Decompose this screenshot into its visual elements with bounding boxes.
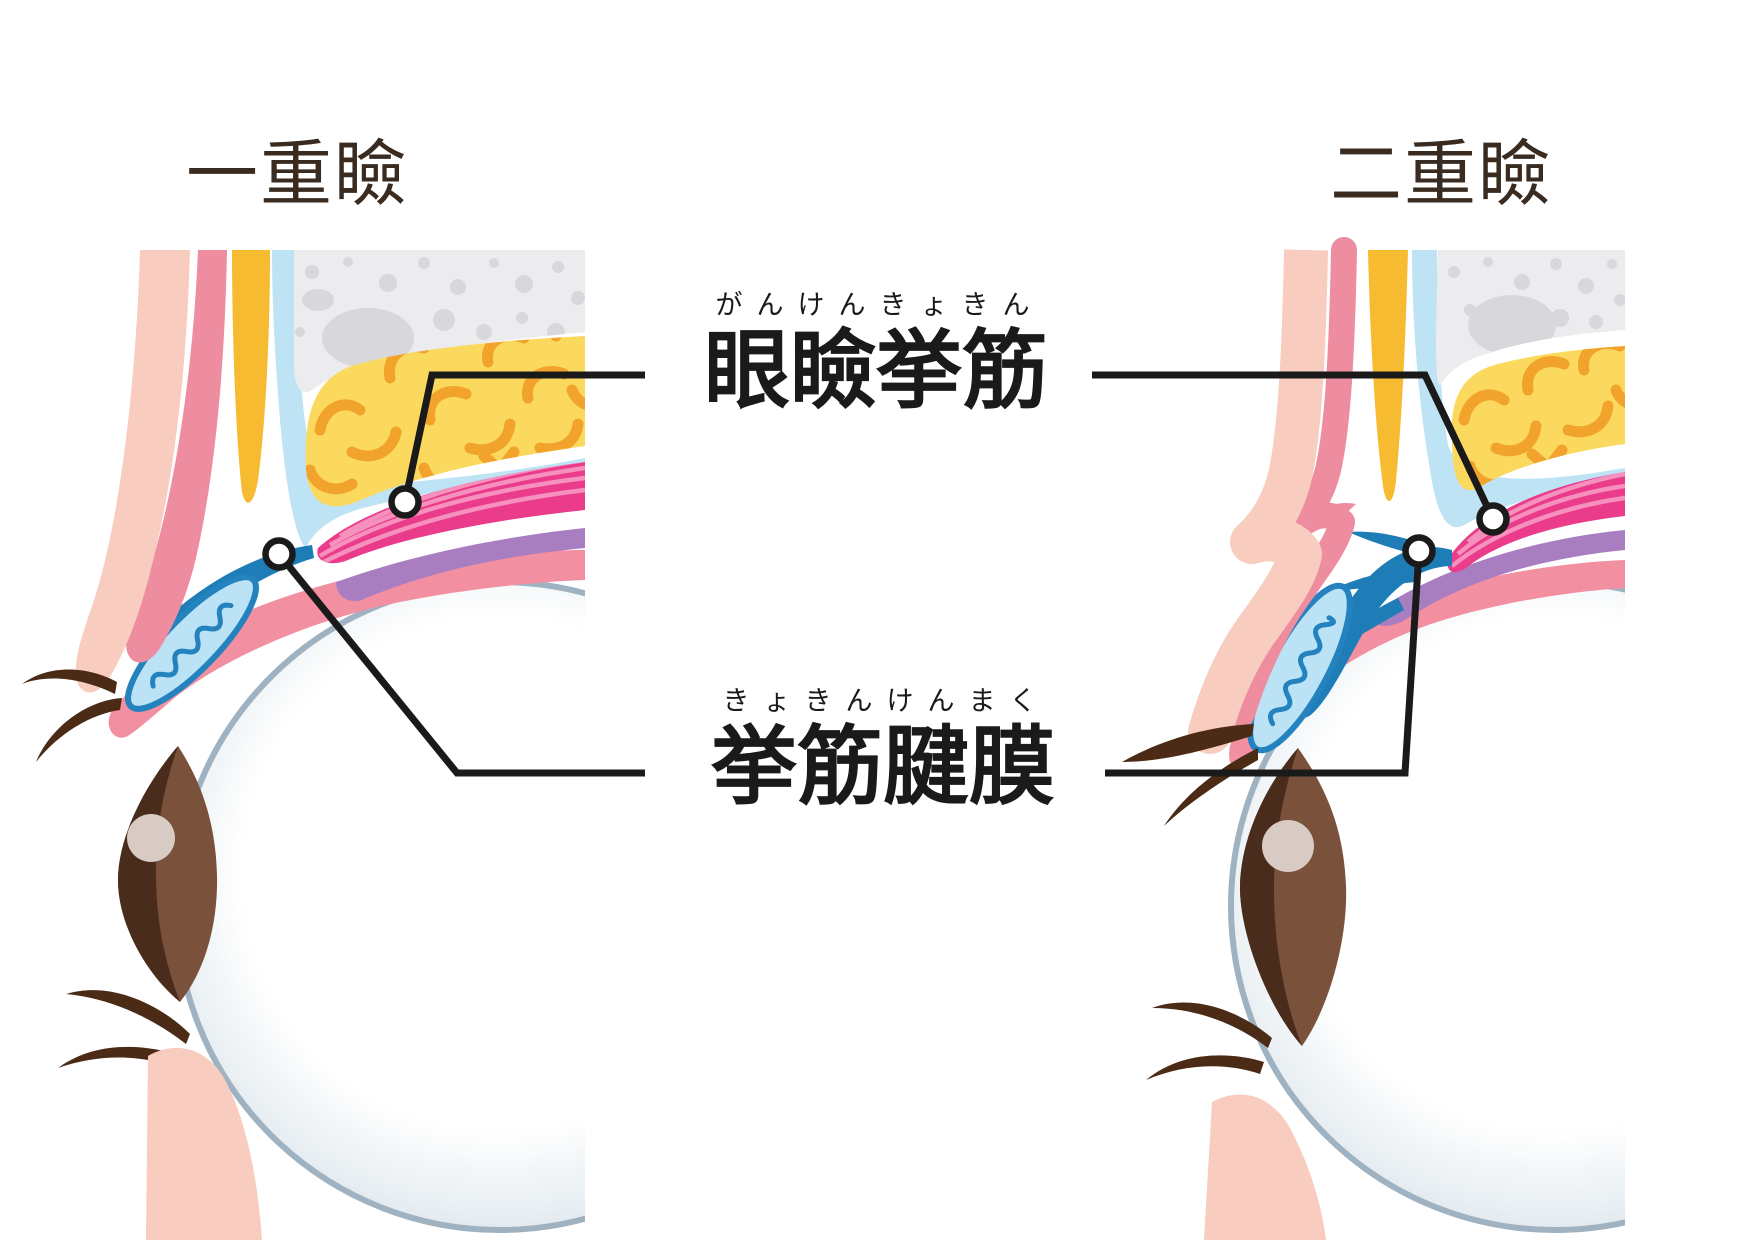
orbital-septum-band bbox=[232, 250, 270, 503]
title-single-eyelid: 一重瞼 bbox=[185, 132, 409, 216]
label-levator-muscle-furigana: がんけんきょきん bbox=[715, 290, 1044, 321]
iris-highlight bbox=[1262, 820, 1314, 872]
marker-aponeurosis-left bbox=[262, 537, 296, 571]
orbital-fat bbox=[1451, 346, 1625, 491]
leader-aponeurosis-right bbox=[1105, 550, 1423, 777]
lower-eyelid bbox=[58, 990, 262, 1240]
leader-levator-muscle-right bbox=[1092, 371, 1497, 521]
leader-levator-muscle-left bbox=[401, 371, 645, 503]
iris-highlight bbox=[127, 814, 175, 862]
iris bbox=[1240, 748, 1347, 1046]
label-levator-aponeurosis: きょきんけんまく 挙筋腱膜 bbox=[711, 688, 1055, 810]
orbital-bone bbox=[1436, 250, 1625, 386]
eyeball bbox=[173, 579, 585, 1233]
orbital-space bbox=[1412, 250, 1625, 528]
lower-eyelid bbox=[1146, 1002, 1326, 1240]
leader-aponeurosis-left bbox=[276, 551, 645, 777]
single-eyelid-diagram bbox=[22, 250, 585, 1240]
label-levator-muscle: がんけんきょきん 眼瞼挙筋 bbox=[704, 292, 1048, 414]
levator-muscle-shape bbox=[317, 462, 585, 564]
iris bbox=[118, 746, 218, 1002]
label-levator-aponeurosis-text: 挙筋腱膜 bbox=[711, 717, 1055, 817]
tarsal-plate bbox=[125, 574, 259, 712]
muellers-muscle-band bbox=[336, 528, 585, 602]
orbital-bone bbox=[294, 250, 585, 393]
skin-band bbox=[75, 250, 190, 693]
label-levator-aponeurosis-furigana: きょきんけんまく bbox=[722, 686, 1051, 717]
marker-levator-muscle-left bbox=[388, 485, 422, 519]
upper-eyelashes bbox=[1122, 724, 1258, 826]
title-double-eyelid: 二重瞼 bbox=[1329, 132, 1553, 216]
marker-levator-muscle-right bbox=[1476, 502, 1510, 536]
muellers-muscle-band bbox=[1372, 530, 1625, 626]
marker-aponeurosis-right bbox=[1402, 534, 1436, 568]
orbital-space bbox=[272, 250, 585, 548]
label-levator-muscle-text: 眼瞼挙筋 bbox=[704, 321, 1048, 421]
leader-lines bbox=[262, 371, 1510, 777]
upper-eyelashes bbox=[22, 669, 122, 762]
orbicularis-muscle-band bbox=[125, 250, 227, 663]
double-eyelid-diagram bbox=[1122, 237, 1625, 1240]
